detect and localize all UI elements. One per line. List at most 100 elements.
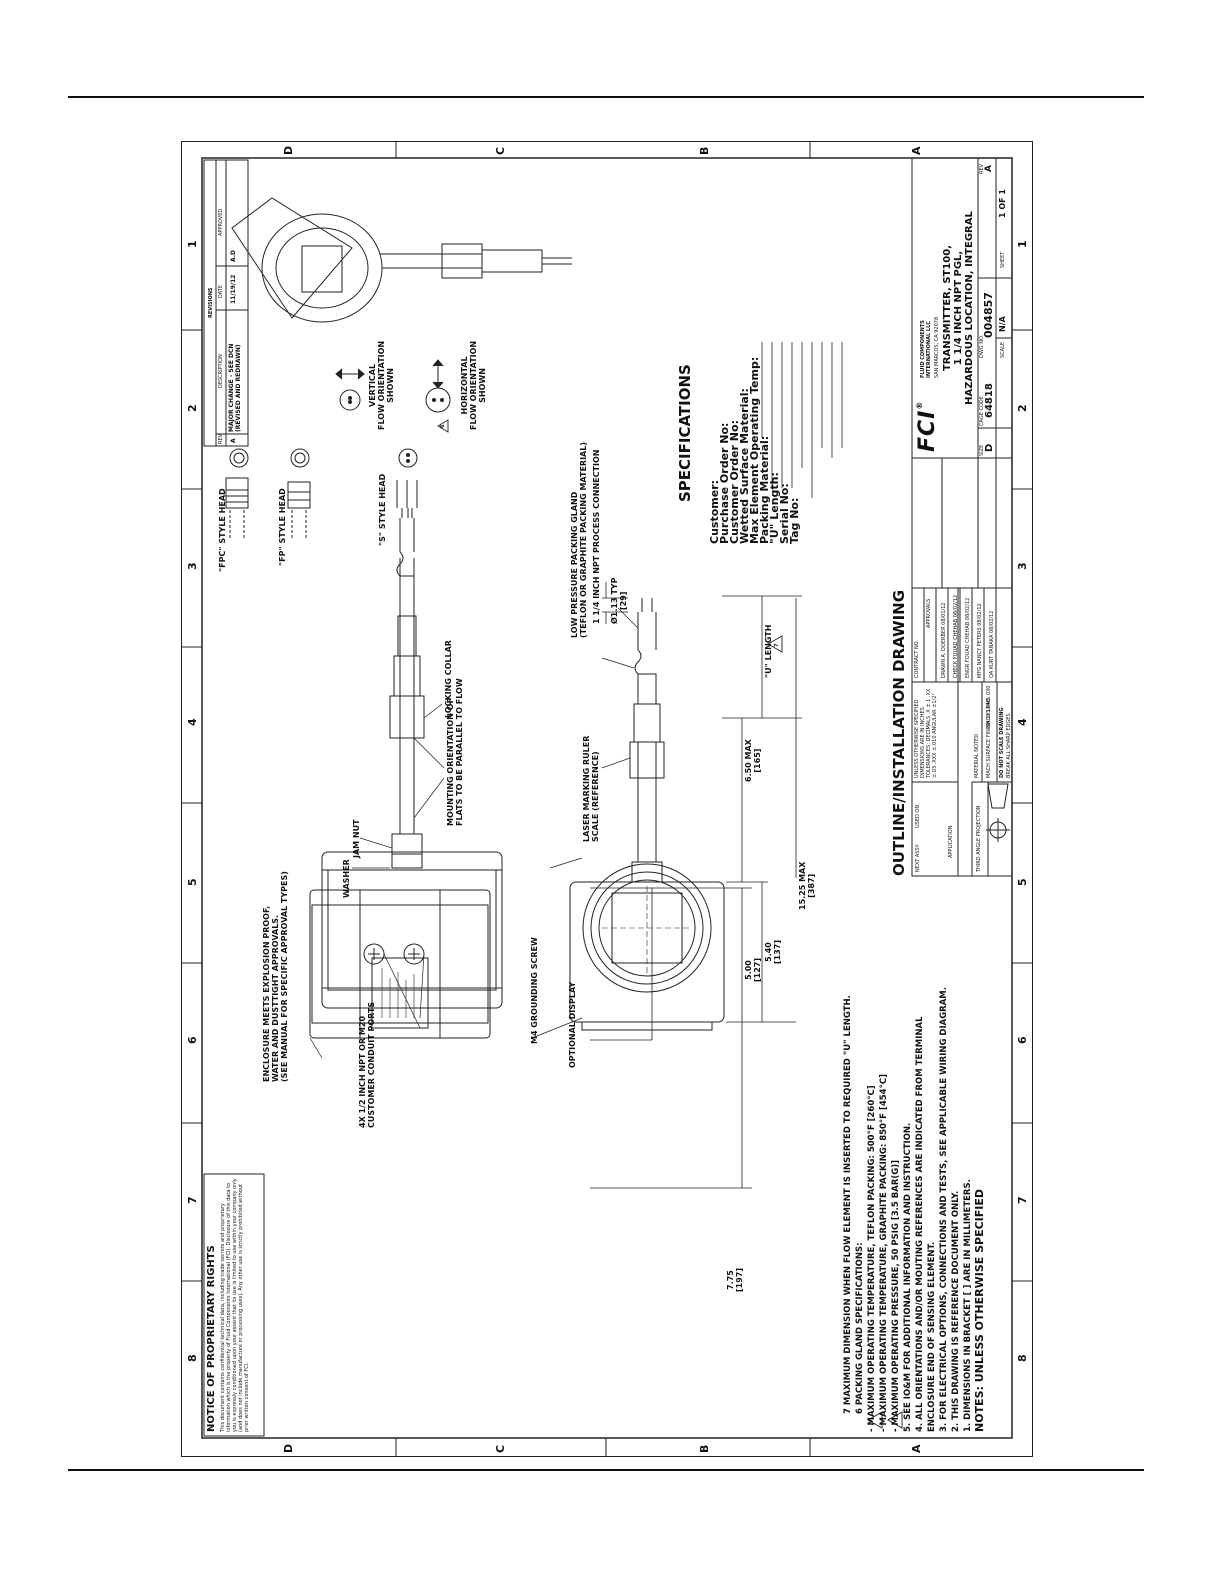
zone-label-4-top: 4 xyxy=(186,718,199,726)
zone-label-4-bottom: 4 xyxy=(1016,718,1029,726)
callout-enclosure: ENCLOSURE MEETS EXPLOSION PROOF, WATER A… xyxy=(262,871,289,1082)
top-rule xyxy=(68,96,1144,98)
dim-15-25-max: 15.25 MAX [387] xyxy=(798,861,816,910)
zone-label-3-bottom: 3 xyxy=(1016,562,1029,570)
proprietary-text: This document contains confidential tech… xyxy=(220,1178,250,1432)
zone-label-5-bottom: 5 xyxy=(1016,878,1029,886)
note-6a: - MAXIMUM OPERATING TEMPERATURE, TEFLON … xyxy=(867,1085,877,1432)
callout-mounting: MOUNTING ORIENTATION OF FLATS TO BE PARA… xyxy=(446,678,464,826)
tb-approvals-label: APPROVALS xyxy=(926,598,932,628)
note-4b: ENCLOSURE END OF SENSING ELEMENT. xyxy=(927,1241,937,1432)
dim-5-40: 5.40 [137] xyxy=(764,939,782,964)
tb-sheet-label: SHEET xyxy=(1000,251,1006,268)
tb-used-on: USED ON xyxy=(915,804,921,828)
zone-label-3-top: 3 xyxy=(186,562,199,570)
tb-dwg-label: DWG NO. xyxy=(979,334,985,358)
callout-horizontal-flow: HORIZONTAL FLOW ORIENTATION SHOWN xyxy=(460,340,487,430)
tb-dont-scale: DO NOT SCALE DRAWING xyxy=(999,707,1005,778)
tb-approvals: DRAWN A. DOERBER 08/01/12 CHECK FOUAD CH… xyxy=(941,594,995,678)
zone-label-2-top: 2 xyxy=(186,404,199,412)
dim-u-length: "U" LENGTH xyxy=(764,624,773,678)
flag-packing: 6 xyxy=(440,424,446,428)
dim-7-75: 7.75 [197] xyxy=(726,1267,744,1292)
zone-label-1-bottom: 1 xyxy=(1016,240,1029,248)
notes-heading: NOTES: UNLESS OTHERWISE SPECIFIED xyxy=(973,1188,986,1432)
dim-6-50-max: 6.50 MAX [165] xyxy=(744,739,762,782)
tb-title: TRANSMITTER, ST100, 1 1/4 INCH NPT PGL, … xyxy=(942,211,975,405)
tb-next-assy: NEXT ASSY xyxy=(915,844,921,872)
zone-label-1-top: 1 xyxy=(186,240,199,248)
zone-label-c-right: C xyxy=(494,146,507,155)
callout-jam-nut: JAM NUT xyxy=(352,819,361,858)
zone-label-b-left: B xyxy=(698,1444,711,1453)
specifications-list: Customer: Purchase Order No: Customer Or… xyxy=(708,357,801,544)
tb-tolerances: UNLESS OTHERWISE SPECIFIED DIMENSIONS AR… xyxy=(914,688,938,778)
callout-washer: WASHER xyxy=(342,859,351,898)
rev-row-rev: A xyxy=(230,438,237,443)
note-5: 5. SEE IO&M FOR ADDITIONAL INFORMATION A… xyxy=(903,1122,913,1432)
callout-s-head: "S" STYLE HEAD xyxy=(378,473,387,546)
callout-optional-display: OPTIONAL DISPLAY xyxy=(568,981,577,1068)
zone-label-a-right: A xyxy=(910,146,923,155)
rev-row-desc: MAJOR CHANGE - SEE DCN (REVISED AND REDR… xyxy=(228,343,242,432)
rotated-drawing: 8 7 6 5 4 3 2 1 8 7 6 5 4 3 2 1 D C B A … xyxy=(182,142,1032,1456)
tb-cage-code: 64818 xyxy=(984,383,995,418)
rev-header-approved: APPROVED xyxy=(218,208,224,236)
rev-row-date: 11/19/12 xyxy=(230,274,237,304)
note-7: 7 MAXIMUM DIMENSION WHEN FLOW ELEMENT IS… xyxy=(843,995,853,1414)
callout-conduit-ports: 4X 1/2 INCH NPT OR M20 CUSTOMER CONDUIT … xyxy=(358,1001,376,1128)
callout-grounding-screw: M4 GROUNDING SCREW xyxy=(530,937,539,1044)
sensor-heads xyxy=(225,359,451,538)
zone-label-6-bottom: 6 xyxy=(1016,1036,1029,1044)
tb-scale-label: SCALE xyxy=(1000,341,1006,358)
zone-label-d-left: D xyxy=(282,1443,295,1453)
fci-logo: FCI® xyxy=(915,400,940,452)
zone-label-d-right: D xyxy=(282,145,295,155)
zone-label-6-top: 6 xyxy=(186,1036,199,1044)
note-4: 4. ALL ORIENTATIONS AND/OR MOUTING REFER… xyxy=(915,1016,925,1432)
callout-laser-ruler: LASER MARKING RULER SCALE (REFERENCE) xyxy=(582,735,600,842)
notes-block: 7 MAXIMUM DIMENSION WHEN FLOW ELEMENT IS… xyxy=(842,987,986,1432)
side-enclosure-view xyxy=(321,508,503,1009)
note-2: 2. THIS DRAWING IS REFERENCE DOCUMENT ON… xyxy=(951,1190,961,1432)
tb-material: MATERIAL NOTED xyxy=(974,733,980,778)
tb-company: FLUID COMPONENTS INTERNATIONAL LLC xyxy=(920,320,932,378)
dim-5-00: 5.00 [127] xyxy=(744,957,762,982)
proprietary-heading: NOTICE OF PROPRIETARY RIGHTS xyxy=(206,1245,217,1432)
callout-vertical-flow: VERTICAL FLOW ORIENTATION SHOWN xyxy=(368,340,395,430)
flag-max: 7 xyxy=(774,643,780,647)
drawing-title: OUTLINE/INSTALLATION DRAWING xyxy=(890,589,908,876)
revisions-title: REVISIONS xyxy=(208,287,214,319)
tb-size: D xyxy=(984,443,995,452)
callout-process-connection: 1 1/4 INCH NPT PROCESS CONNECTION xyxy=(592,449,601,624)
bottom-rule xyxy=(68,1469,1144,1471)
tb-application: APPLICATION xyxy=(948,825,954,858)
callout-fp-head: "FP" STYLE HEAD xyxy=(278,488,287,566)
rev-header-rev: REV xyxy=(218,433,224,444)
dim-diameter: Ø1.13 TYP [29] xyxy=(610,577,628,624)
zone-label-7-top: 7 xyxy=(186,1196,199,1204)
rev-header-date: DATE xyxy=(218,284,224,298)
tb-sheet: 1 OF 1 xyxy=(998,189,1007,218)
note-6: 6 PACKING GLAND SPECIFICATIONS: xyxy=(855,1242,865,1414)
front-enclosure-view xyxy=(309,889,491,1039)
note-6c: - MAXIMUM OPERATING PRESSURE, 50 PSIG [3… xyxy=(891,1159,901,1432)
rev-row-approved: A.D xyxy=(230,249,237,262)
rev-header-desc: DESCRIPTION xyxy=(218,354,224,388)
proprietary-box xyxy=(203,1173,265,1437)
drawing-sheet: 8 7 6 5 4 3 2 1 8 7 6 5 4 3 2 1 D C B A … xyxy=(181,141,1033,1457)
isometric-view xyxy=(231,197,572,323)
callout-packing-gland: LOW PRESSURE PACKING GLAND (TEFLON OR GR… xyxy=(570,442,588,638)
note-6b: - MAXIMUM OPERATING TEMPERATURE, GRAPHIT… xyxy=(879,1074,889,1432)
tb-break-edges: BREAK ALL SHARP EDGES xyxy=(1006,713,1012,778)
spec-tag-no: Tag No: xyxy=(788,497,801,544)
zone-label-7-bottom: 7 xyxy=(1016,1196,1029,1204)
title-block-lines xyxy=(911,157,1013,877)
tb-mach-lead: MACH LEAD .030 xyxy=(986,685,992,728)
zone-label-5-top: 5 xyxy=(186,878,199,886)
zone-label-8-top: 8 xyxy=(186,1354,199,1362)
tb-scale: N/A xyxy=(998,316,1007,332)
tb-contract: CONTRACT NO. xyxy=(914,639,920,678)
zone-label-c-left: C xyxy=(494,1444,507,1453)
callout-fpc-head: "FPC" STYLE HEAD xyxy=(218,488,227,572)
